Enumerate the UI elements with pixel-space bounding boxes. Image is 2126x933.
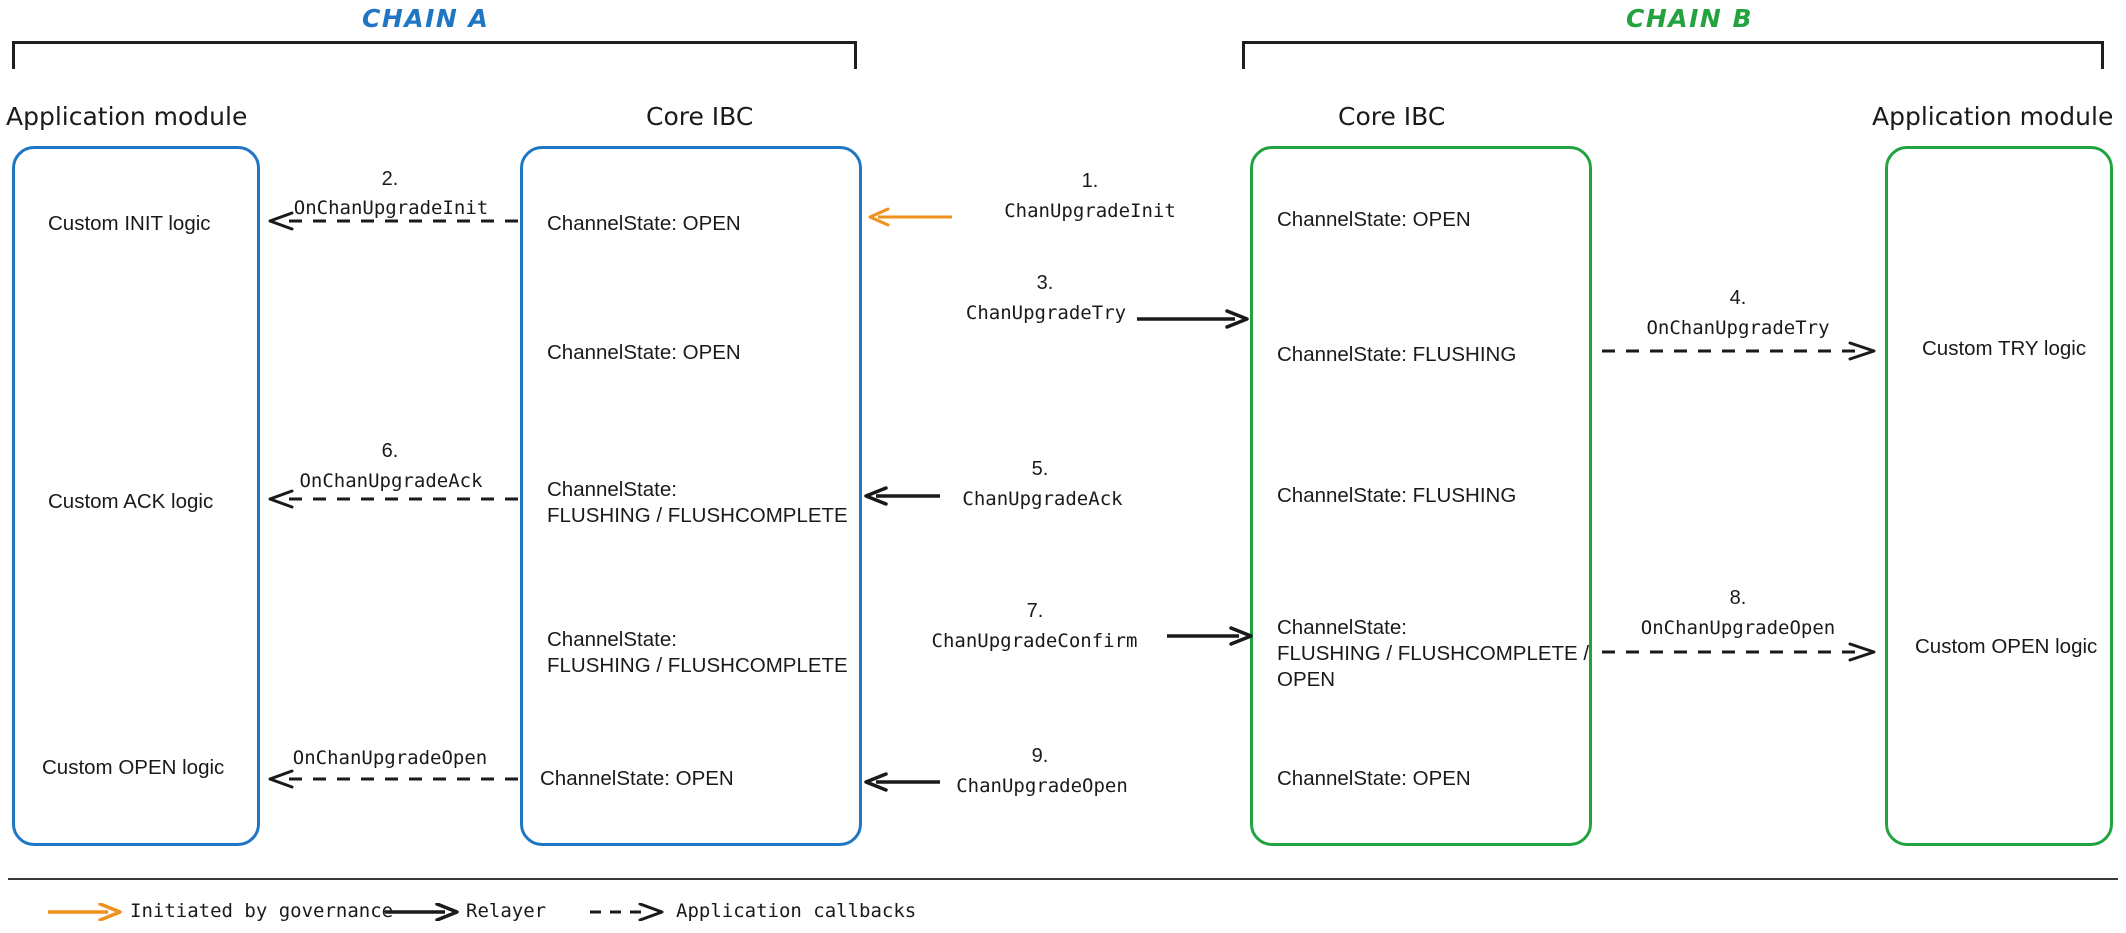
step-2-label: OnChanUpgradeInit — [293, 197, 489, 219]
legend-divider — [8, 878, 2118, 880]
column-caption-core-a: Core IBC — [646, 102, 754, 131]
column-caption-core-b: Core IBC — [1338, 102, 1446, 131]
legend-callbacks-label: Application callbacks — [676, 900, 917, 922]
app-a-open-logic: Custom OPEN logic — [42, 756, 225, 779]
app-a-init-logic: Custom INIT logic — [48, 212, 211, 235]
core-ibc-box-chain-b — [1250, 146, 1592, 846]
step-8-label: OnChanUpgradeOpen — [1640, 617, 1836, 639]
core-a-state-4: ChannelState: FLUSHING / FLUSHCOMPLETE — [547, 628, 848, 677]
callback-arrow-6 — [262, 489, 520, 509]
chain-b-title: CHAIN B — [1626, 4, 1754, 33]
core-b-state-2: ChannelState: FLUSHING — [1277, 343, 1517, 366]
relayer-arrow-9 — [862, 772, 942, 792]
core-a-state-1: ChannelState: OPEN — [547, 212, 741, 235]
legend-governance-arrow-icon — [46, 902, 124, 926]
step-7-label: ChanUpgradeConfirm — [931, 630, 1138, 652]
step-1-number: 1. — [1081, 170, 1099, 192]
step-8-number: 8. — [1729, 587, 1747, 609]
step-9-number: 9. — [1031, 745, 1049, 767]
app-module-box-chain-a — [12, 146, 260, 846]
app-a-ack-logic: Custom ACK logic — [48, 490, 214, 513]
core-b-state-3: ChannelState: FLUSHING — [1277, 484, 1517, 507]
app-module-box-chain-b — [1885, 146, 2113, 846]
chain-b-bracket — [1242, 41, 2104, 69]
step-7-number: 7. — [1026, 600, 1044, 622]
core-b-state-5: ChannelState: OPEN — [1277, 767, 1471, 790]
step-3-label: ChanUpgradeTry — [965, 302, 1127, 324]
core-a-state-5: ChannelState: OPEN — [540, 767, 734, 790]
core-a-state-2: ChannelState: OPEN — [547, 341, 741, 364]
step-5-number: 5. — [1031, 458, 1049, 480]
column-caption-app-b: Application module — [1872, 102, 2114, 131]
step-1-label: ChanUpgradeInit — [1004, 200, 1176, 222]
step-6-number: 6. — [381, 440, 399, 462]
callback-arrow-4 — [1600, 341, 1882, 361]
core-b-state-4: ChannelState: FLUSHING / FLUSHCOMPLETE /… — [1277, 616, 1590, 691]
legend-governance-label: Initiated by governance — [130, 900, 394, 922]
step-4-label: OnChanUpgradeTry — [1646, 317, 1830, 339]
legend-relayer-label: Relayer — [466, 900, 547, 922]
legend-callback-arrow-icon — [588, 902, 668, 926]
step-6-label: OnChanUpgradeAck — [299, 470, 483, 492]
chain-a-title: CHAIN A — [362, 4, 490, 33]
callback-arrow-2 — [262, 211, 520, 231]
core-ibc-box-chain-a — [520, 146, 862, 846]
governance-arrow-1 — [862, 207, 954, 227]
callback-arrow-10 — [262, 769, 520, 789]
step-3-number: 3. — [1036, 272, 1054, 294]
column-caption-app-a: Application module — [6, 102, 248, 131]
relayer-arrow-7 — [1165, 626, 1255, 646]
step-9-label: ChanUpgradeOpen — [956, 775, 1128, 797]
core-b-state-1: ChannelState: OPEN — [1277, 208, 1471, 231]
step-10-label: OnChanUpgradeOpen — [292, 747, 488, 769]
relayer-arrow-3 — [1135, 309, 1253, 329]
app-b-try-logic: Custom TRY logic — [1922, 337, 2087, 360]
chain-a-bracket — [12, 41, 857, 69]
app-b-open-logic: Custom OPEN logic — [1915, 635, 2098, 658]
callback-arrow-8 — [1600, 642, 1882, 662]
step-4-number: 4. — [1729, 287, 1747, 309]
legend-relayer-arrow-icon — [383, 902, 461, 926]
step-5-label: ChanUpgradeAck — [962, 488, 1123, 510]
step-2-number: 2. — [381, 168, 399, 190]
relayer-arrow-5 — [862, 486, 942, 506]
core-a-state-3: ChannelState: FLUSHING / FLUSHCOMPLETE — [547, 478, 848, 527]
